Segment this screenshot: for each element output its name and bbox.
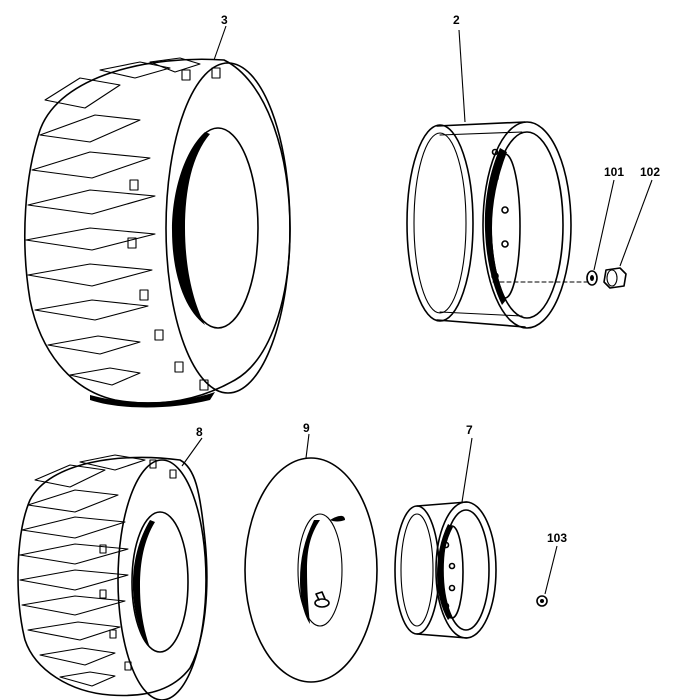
callout-2: 2	[453, 13, 460, 27]
callout-102: 102	[640, 165, 660, 179]
wheel-nut	[603, 267, 627, 289]
leader-line-7	[461, 437, 473, 503]
callout-101: 101	[604, 165, 624, 179]
small-tractor-tyre	[17, 454, 208, 700]
callout-3: 3	[221, 13, 228, 27]
washer	[586, 270, 598, 286]
leader-line-3	[213, 25, 227, 61]
small-wheel-nut	[536, 595, 548, 607]
leader-line-102	[619, 179, 653, 267]
leader-line-8	[181, 437, 203, 467]
large-wheel-rim	[406, 121, 589, 329]
small-wheel-rim	[394, 501, 497, 639]
large-tractor-tyre	[23, 57, 291, 408]
callout-9: 9	[303, 421, 310, 435]
leader-line-9	[305, 433, 310, 459]
callout-103: 103	[547, 531, 567, 545]
inner-tube	[244, 457, 378, 683]
leader-line-2	[458, 29, 466, 123]
leader-line-103	[544, 545, 558, 595]
leader-line-101	[593, 179, 615, 271]
callout-7: 7	[466, 423, 473, 437]
tube-valve	[314, 591, 330, 608]
callout-8: 8	[196, 425, 203, 439]
